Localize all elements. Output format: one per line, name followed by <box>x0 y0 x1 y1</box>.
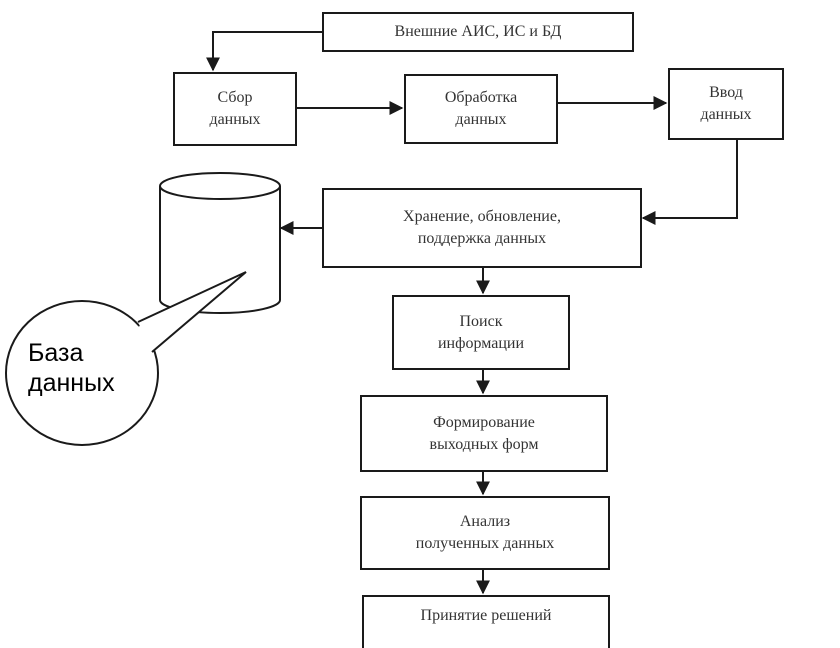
node-info-search: Поиск информации <box>392 295 570 370</box>
node-output-forms-line1: Формирование <box>433 413 535 431</box>
node-analysis-line2: полученных данных <box>415 535 555 552</box>
callout-database-label: База данных <box>28 338 148 398</box>
callout-line2: данных <box>28 369 115 397</box>
node-storage-line2: поддержка данных <box>417 230 547 247</box>
node-external-systems: Внешние АИС, ИС и БД <box>322 12 634 52</box>
node-storage-line1: Хранение, обновление, <box>403 208 561 225</box>
database-cylinder-icon <box>159 172 281 314</box>
node-output-forms-line2: выходных форм <box>429 435 539 453</box>
node-info-search-line1: Поиск <box>459 312 503 330</box>
node-analysis: Анализ полученных данных <box>360 496 610 570</box>
node-storage: Хранение, обновление, поддержка данных <box>322 188 642 268</box>
node-analysis-line1: Анализ <box>459 513 511 530</box>
callout-line1: База <box>28 339 84 367</box>
node-data-input-line2: данных <box>700 106 752 123</box>
node-decision-making-label: Принятие решений <box>420 607 552 624</box>
node-data-input: Ввод данных <box>668 68 784 140</box>
arrow-input-to-storage <box>641 140 738 225</box>
node-decision-making: Принятие решений <box>362 595 610 648</box>
node-data-processing-line2: данных <box>455 111 507 128</box>
callout-bubble <box>5 271 247 446</box>
node-data-collection-line2: данных <box>209 111 261 128</box>
node-output-forms: Формирование выходных форм <box>360 395 608 472</box>
node-data-input-line1: Ввод <box>709 84 743 101</box>
node-data-processing-line1: Обработка <box>444 89 518 106</box>
node-external-systems-label: Внешние АИС, ИС и БД <box>394 23 562 40</box>
node-data-collection-line1: Сбор <box>217 89 253 106</box>
node-info-search-line2: информации <box>437 334 525 352</box>
node-data-processing: Обработка данных <box>404 74 558 144</box>
node-data-collection: Сбор данных <box>173 72 297 146</box>
arrow-external-to-collect <box>206 31 322 72</box>
